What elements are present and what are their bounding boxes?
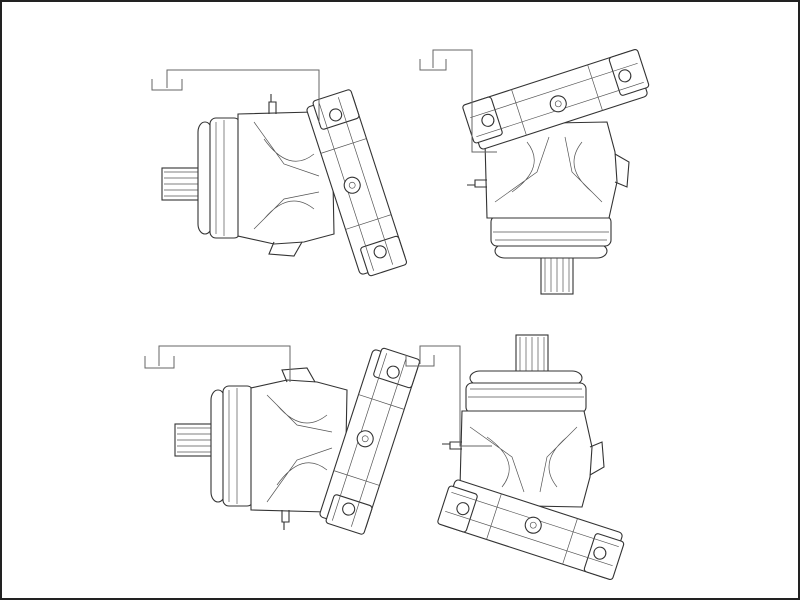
callout-top-right (419, 49, 497, 153)
callout-top-left (151, 69, 320, 122)
motor-view-bottom-right (436, 334, 628, 581)
motor-view-top-left (161, 88, 408, 280)
motor-view-top-right (461, 48, 653, 295)
motor-view-bottom-left (174, 344, 421, 536)
callout-bottom-right (405, 345, 492, 447)
callout-bottom-left (144, 345, 291, 382)
